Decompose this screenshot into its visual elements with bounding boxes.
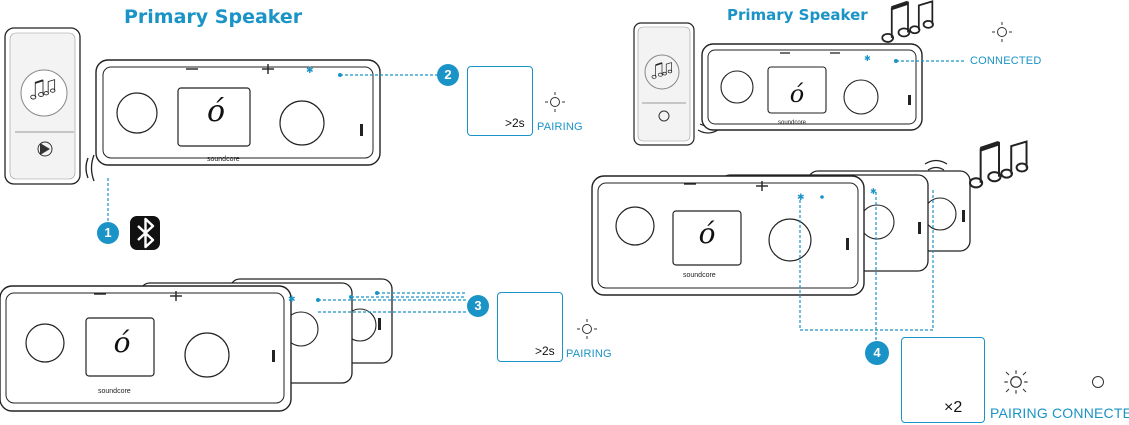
svg-text:✱: ✱ — [288, 294, 296, 304]
connected-status: CONNECTED — [970, 55, 1042, 67]
speaker-brand: soundcore — [207, 156, 240, 163]
svg-text:✱: ✱ — [306, 65, 314, 75]
step-2-badge: 2 — [437, 64, 459, 86]
step-3-instruction-box — [497, 292, 563, 362]
speaker-brand: soundcore — [683, 272, 716, 279]
svg-text:✱: ✱ — [864, 54, 871, 63]
step-4-badge: 4 — [865, 341, 889, 365]
step-2-instruction-box — [467, 66, 533, 136]
music-note-icon — [882, 1, 933, 42]
led-blink-icon — [1003, 369, 1029, 395]
led-solid-icon — [991, 21, 1013, 43]
pairing-status: PAIRING — [537, 121, 583, 133]
step-4-instruction-box — [901, 337, 985, 423]
phone-icon — [4, 27, 81, 185]
svg-text:ó: ó — [790, 80, 804, 108]
right-panel-title: Primary Speaker — [727, 6, 868, 24]
bluetooth-icon — [130, 216, 160, 250]
connected-status: CONNECTE — [1052, 405, 1129, 421]
step-3-badge: 3 — [467, 295, 489, 317]
step3-leaders — [318, 292, 468, 313]
phone-icon — [633, 22, 695, 146]
svg-text:ó: ó — [699, 217, 716, 250]
hold-duration-text: >2s — [505, 116, 525, 130]
led-blink-icon — [544, 91, 566, 113]
music-note-icon — [970, 142, 1027, 188]
step4-leaders — [799, 190, 934, 345]
speaker-brand: soundcore — [778, 120, 807, 126]
sound-wave-icon — [924, 159, 948, 171]
speaker-brand: soundcore — [98, 388, 131, 395]
led-solid-icon — [1092, 376, 1104, 388]
svg-text:✱: ✱ — [797, 192, 805, 202]
pairing-status: PAIRING — [566, 348, 612, 360]
pairing-status: PAIRING — [990, 405, 1048, 421]
speaker-stack-left: ó ✱ — [0, 278, 393, 412]
step-1-badge: 1 — [97, 222, 119, 244]
led-blink-icon — [576, 318, 598, 340]
speaker-stack-right: ó ✱ ✱ — [591, 170, 971, 296]
svg-text:ó: ó — [114, 326, 131, 359]
primary-speaker: ó ✱ — [95, 59, 381, 166]
svg-text:✱: ✱ — [870, 187, 877, 196]
primary-speaker: ó ✱ — [701, 43, 923, 131]
hold-duration-text: >2s — [535, 344, 555, 358]
press-count-text: ×2 — [944, 399, 963, 416]
svg-text:ó: ó — [207, 94, 225, 129]
left-panel-title: Primary Speaker — [124, 6, 303, 28]
